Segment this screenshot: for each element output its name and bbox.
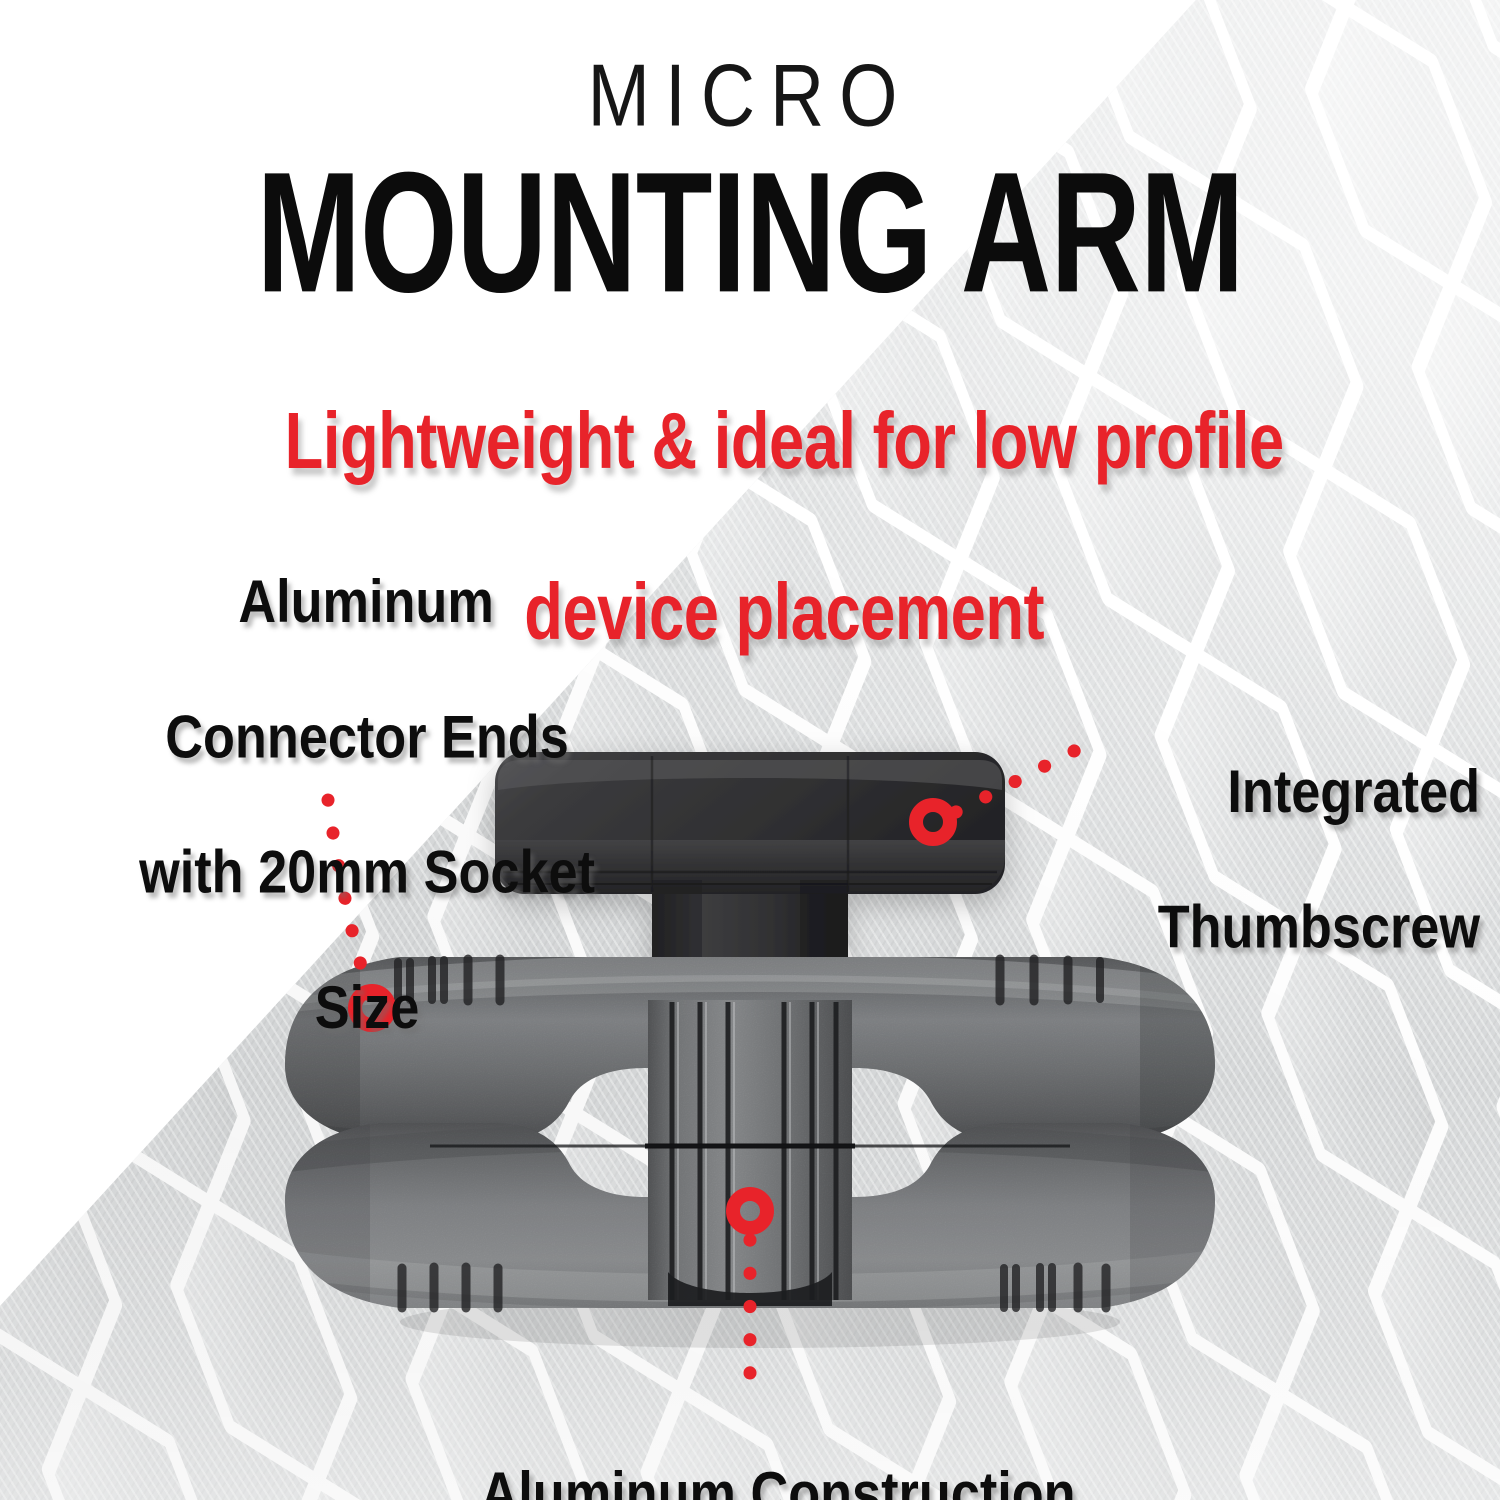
page-title: MOUNTING ARM <box>256 137 1245 329</box>
callout-aluminum-construction: Aluminum Construction <box>275 1392 1225 1500</box>
subtitle-line-1: Lightweight & ideal for low profile <box>284 395 1285 486</box>
callout-left-line-2: Connector Ends <box>165 702 569 771</box>
callout-right-line-1: Integrated <box>1227 756 1480 825</box>
callout-integrated-thumbscrew: Integrated Thumbscrew <box>1005 690 1480 1029</box>
callout-left-line-3: with 20mm Socket <box>139 837 595 906</box>
lower-left-emboss-marks <box>397 1262 503 1313</box>
callout-aluminum-connector-ends: Aluminum Connector Ends with 20mm Socket… <box>34 500 642 1110</box>
callout-left-line-1: Aluminum <box>238 566 494 635</box>
callout-bottom-line-1: Aluminum Construction <box>480 1458 1076 1500</box>
lower-right-emboss-marks <box>1000 1262 1111 1313</box>
subtitle: Lightweight & ideal for low profile devi… <box>118 312 1383 741</box>
upper-left-emboss-marks <box>394 954 505 1006</box>
callout-right-line-2: Thumbscrew <box>1157 892 1480 961</box>
subtitle-line-2: device placement <box>524 567 1045 657</box>
callout-left-line-4: Size <box>314 973 420 1042</box>
eyebrow-label: MICRO <box>587 45 913 145</box>
upper-right-emboss-marks <box>995 954 1104 1006</box>
